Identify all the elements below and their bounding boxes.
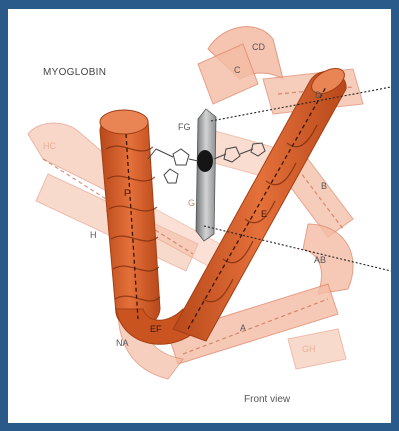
helix-f-top-cap — [100, 110, 148, 134]
figure-panel: MYOGLOBIN CD C D FG HC F G E B H AB EF N… — [8, 9, 391, 423]
histidine-left — [148, 149, 198, 183]
label-c: C — [234, 65, 241, 75]
label-a: A — [240, 323, 246, 333]
label-na: NA — [116, 338, 129, 348]
label-e: E — [261, 209, 267, 219]
diagram-title: MYOGLOBIN — [43, 67, 106, 78]
label-cd: CD — [252, 42, 265, 52]
heme-iron — [197, 150, 213, 172]
helix-gh-segment — [288, 329, 346, 369]
heme-plane — [196, 109, 216, 241]
helix-f-segment — [100, 113, 160, 328]
label-d: D — [315, 90, 322, 100]
label-gh: GH — [302, 344, 316, 354]
view-caption: Front view — [244, 394, 291, 405]
label-b: B — [321, 181, 327, 191]
label-fg: FG — [178, 122, 191, 132]
label-h: H — [90, 230, 97, 240]
label-ef: EF — [150, 324, 162, 334]
label-hc: HC — [43, 141, 56, 151]
label-ab: AB — [314, 255, 326, 265]
label-g: G — [188, 198, 195, 208]
label-f: F — [124, 188, 130, 198]
myoglobin-diagram: MYOGLOBIN CD C D FG HC F G E B H AB EF N… — [8, 9, 391, 423]
